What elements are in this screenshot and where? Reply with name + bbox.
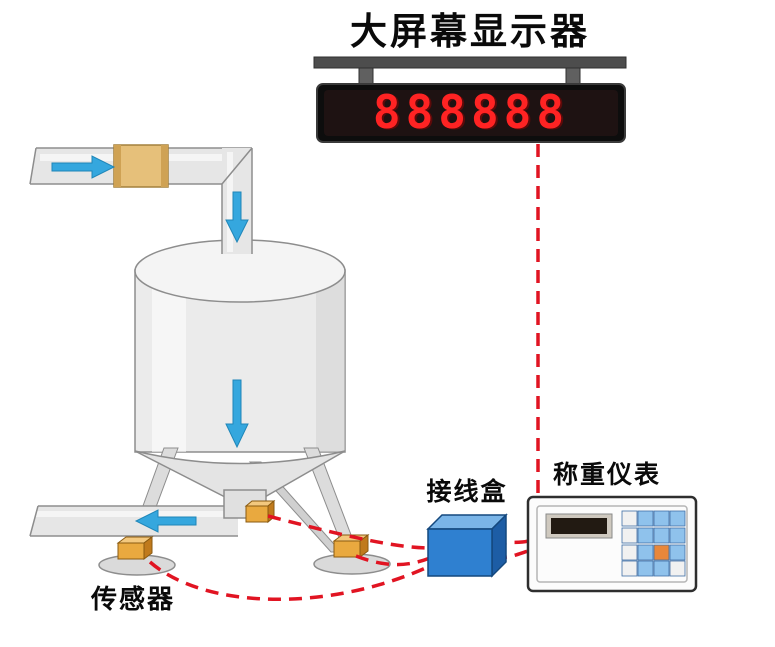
flow-arrow-left-discharge: [134, 509, 197, 533]
keypad-key: [653, 510, 670, 527]
indicator-label: 称重仪表: [553, 460, 661, 489]
keypad-key: [669, 510, 686, 527]
display-mount-post-right: [565, 67, 581, 86]
coupling-band-right: [161, 145, 168, 187]
keypad-key: [637, 560, 654, 577]
keypad-key: [637, 510, 654, 527]
led-digits-shadow: 888888: [375, 86, 571, 140]
keypad-key: [669, 560, 686, 577]
flexible-coupling: [113, 144, 169, 188]
flow-arrow-down-pipe: [225, 191, 249, 244]
junction-box-label: 接线盒: [426, 477, 507, 506]
keypad-key: [653, 544, 670, 561]
load-cell-right-front: [333, 540, 361, 558]
inlet-pipe: [29, 144, 253, 254]
outlet-sensor-front: [245, 505, 269, 523]
outlet-sensor: [244, 499, 276, 524]
keypad-key: [637, 544, 654, 561]
led-digits: 888888: [373, 85, 569, 139]
diagram-title: 大屏幕显示器: [350, 10, 590, 53]
sensor-label: 传感器: [90, 585, 175, 615]
indicator-faceplate: [536, 505, 688, 583]
tank-shade: [316, 270, 345, 452]
weighing-indicator: [526, 495, 698, 593]
cable-right-sensor-to-junction: [355, 554, 431, 567]
discharge-pipe-edges: [29, 505, 238, 537]
cable-left-sensor-to-junction: [148, 560, 431, 601]
discharge-pipe-body: [30, 506, 238, 536]
keypad-key: [653, 527, 670, 544]
discharge-pipe: [29, 505, 238, 537]
keypad-key: [669, 527, 686, 544]
load-cell-right: [332, 534, 370, 558]
indicator-display-window: [551, 518, 607, 534]
load-cell-left: [116, 536, 154, 560]
junction-box: [426, 513, 508, 578]
load-cell-left-front: [117, 542, 145, 560]
flow-arrow-down-tank: [225, 379, 249, 449]
display-mount-post-left: [358, 67, 374, 86]
tank-cone: [134, 450, 346, 499]
keypad-key: [621, 544, 638, 561]
keypad-key: [669, 544, 686, 561]
elbow-pipe-highlight: [227, 152, 233, 252]
keypad-key: [637, 527, 654, 544]
keypad-key: [621, 510, 638, 527]
display-panel-screen: [324, 90, 618, 136]
cable-outlet-sensor-to-junction: [267, 514, 431, 550]
flow-arrow-right-inlet: [51, 155, 116, 179]
signal-cables: [148, 144, 540, 601]
keypad-key: [621, 560, 638, 577]
keypad-key: [653, 560, 670, 577]
discharge-pipe-highlight: [36, 511, 234, 517]
indicator-keypad: [621, 510, 686, 577]
junction-box-front: [427, 528, 493, 577]
display-mounting-bar: [313, 56, 627, 69]
keypad-key: [621, 527, 638, 544]
elbow-pipe-edges: [221, 147, 253, 254]
coupling-band-left: [114, 145, 121, 187]
tank-highlight: [152, 270, 186, 452]
led-display-board: 888888 888888: [313, 56, 627, 143]
